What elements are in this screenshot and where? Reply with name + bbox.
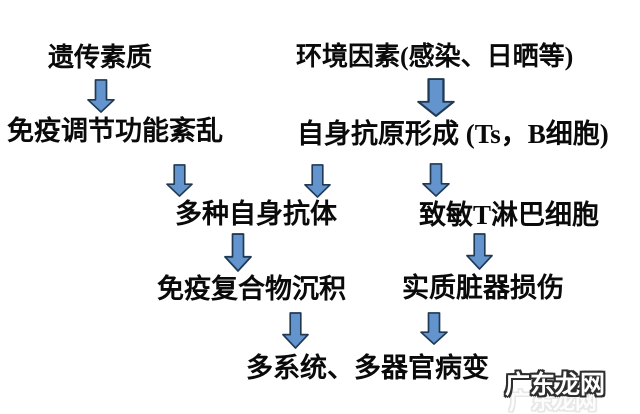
down-arrow-icon-immune-complex-to-multisystem [282, 312, 309, 349]
node-sensitized-t-lymphocytes: 致敏T淋巴细胞 [419, 200, 600, 230]
down-arrow-icon-organ-damage-to-multisystem [420, 312, 448, 345]
down-arrow-icon-autoantigen-to-autoantibodies [304, 164, 331, 198]
down-arrow-icon-environment-to-autoantigen [417, 78, 455, 117]
watermark-logo: 广东龙网 [505, 370, 606, 399]
down-arrow-icon-genetic-to-immune-dysregulation [87, 79, 115, 113]
node-multiple-autoantibodies: 多种自身抗体 [175, 199, 337, 229]
node-multisystem-multiorgan-lesions: 多系统、多器官病变 [246, 353, 489, 383]
node-immune-complex-deposition: 免疫复合物沉积 [157, 274, 346, 304]
node-immune-regulation-disorder: 免疫调节功能紊乱 [7, 116, 223, 146]
down-arrow-icon-autoantibodies-to-immune-complex [224, 233, 252, 272]
down-arrow-icon-sensitized-t-cells-to-organ-damage [466, 233, 493, 270]
watermark-ghost: 广东龙网 [509, 390, 598, 414]
node-autoantigen-formation: 自身抗原形成 (Ts，B细胞) [297, 119, 609, 149]
node-environmental-factors: 环境因素(感染、日晒等) [296, 42, 574, 71]
down-arrow-icon-immune-dysregulation-to-autoantibodies [166, 164, 193, 197]
node-parenchymal-organ-damage: 实质脏器损伤 [402, 273, 564, 303]
down-arrow-icon-autoantigen-to-sensitized-t-cells [422, 163, 450, 197]
node-genetic-predisposition: 遗传素质 [48, 43, 153, 72]
